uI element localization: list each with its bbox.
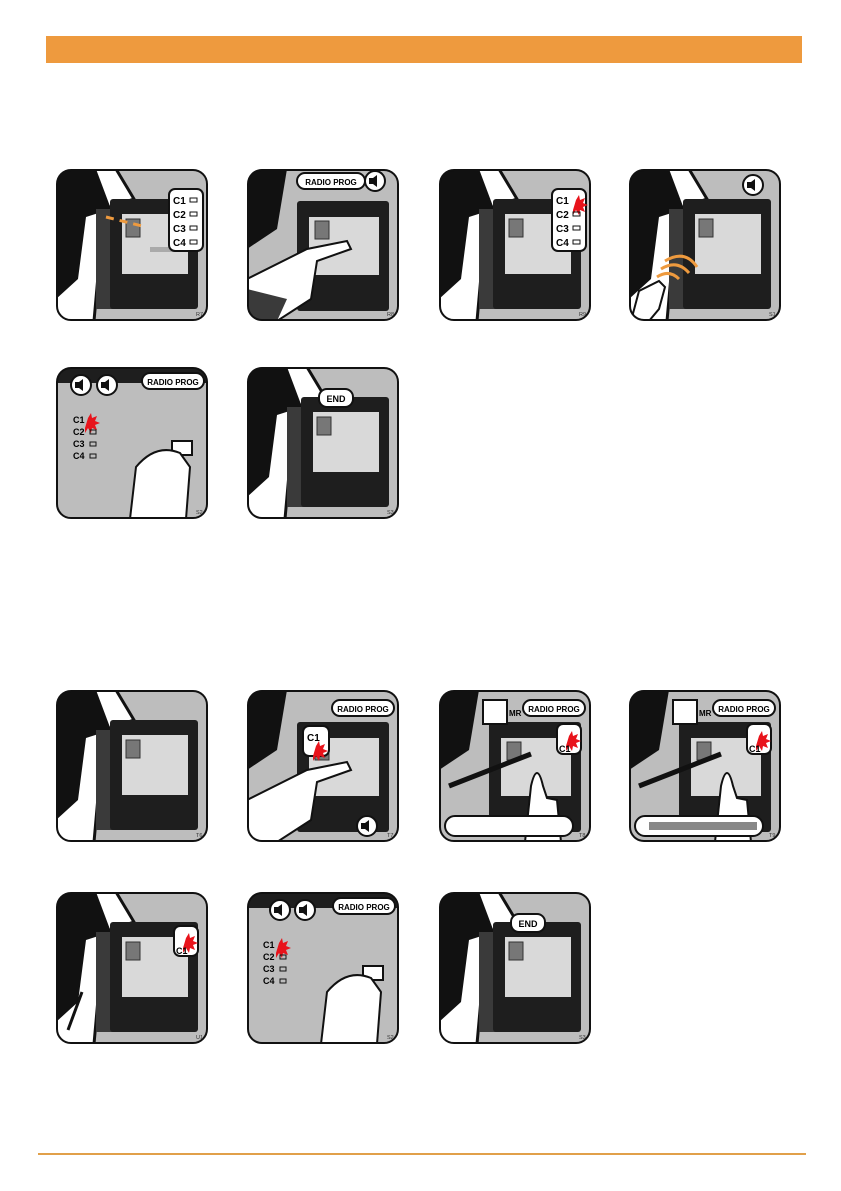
c1-label: C1 — [73, 415, 85, 425]
radio-prog-label: RADIO PROG — [338, 903, 390, 912]
radio-prog-label: RADIO PROG — [718, 705, 770, 714]
panel-s3b: END S3 — [439, 892, 591, 1044]
panel-code: R9 — [579, 312, 586, 318]
c4-label: C4 — [263, 976, 275, 986]
panel-code: S2 — [196, 510, 203, 516]
c3-label: C3 — [556, 224, 569, 235]
c1-label: C1 — [263, 940, 275, 950]
c4-label: C4 — [173, 238, 186, 249]
c1-label: C1 — [749, 744, 761, 754]
panel-t8: MR RADIO PROG C1 T8 — [439, 690, 591, 842]
c2-label: C2 — [73, 427, 85, 437]
panel-code: T6 — [196, 833, 202, 839]
panel-t9: MR RADIO PROG C1 T9 — [629, 690, 781, 842]
panel-code: T8 — [579, 833, 585, 839]
panel-r7: C1 C2 C3 C4 R7 — [56, 169, 208, 321]
panel-code: U1 — [196, 1035, 203, 1041]
panel-code: S1 — [769, 312, 776, 318]
panel-t6: T6 — [56, 690, 208, 842]
end-label: END — [518, 919, 538, 929]
c4-label: C4 — [73, 451, 85, 461]
panel-u1: C1 U1 — [56, 892, 208, 1044]
radio-prog-label: RADIO PROG — [337, 705, 389, 714]
panel-code: R7 — [196, 312, 203, 318]
c2-label: C2 — [263, 952, 275, 962]
panel-s3: END S3 — [247, 367, 399, 519]
radio-prog-label: RADIO PROG — [147, 378, 199, 387]
panel-s2: RADIO PROG C1 C2 C3 C4 S2 — [56, 367, 208, 519]
end-label: END — [326, 394, 346, 404]
panel-s1: S1 — [629, 169, 781, 321]
panel-r8: RADIO PROG R8 — [247, 169, 399, 321]
c2-label: C2 — [556, 210, 569, 221]
mr-label: MR — [509, 709, 522, 718]
c1-label: C1 — [176, 946, 188, 956]
c1-label: C1 — [556, 196, 569, 207]
c3-label: C3 — [173, 224, 186, 235]
panel-t7: RADIO PROG C1 T7 — [247, 690, 399, 842]
panel-code: R8 — [387, 312, 394, 318]
panel-s2b: RADIO PROG C1 C2 C3 C4 S2 — [247, 892, 399, 1044]
panel-code: S2 — [387, 1035, 394, 1041]
c1-label: C1 — [307, 733, 320, 744]
c3-label: C3 — [73, 439, 85, 449]
c4-label: C4 — [556, 238, 569, 249]
panel-code: T9 — [769, 833, 775, 839]
c3-label: C3 — [263, 964, 275, 974]
c2-label: C2 — [173, 210, 186, 221]
panel-code: T7 — [387, 833, 393, 839]
panel-code: S3 — [387, 510, 394, 516]
panel-r9: C1 C2 C3 C4 R9 — [439, 169, 591, 321]
c1-label: C1 — [173, 196, 186, 207]
mr-label: MR — [699, 709, 712, 718]
header-bar — [46, 36, 802, 63]
radio-prog-label: RADIO PROG — [305, 178, 357, 187]
c1-label: C1 — [559, 744, 571, 754]
radio-prog-label: RADIO PROG — [528, 705, 580, 714]
panel-code: S3 — [579, 1035, 586, 1041]
footer-rule — [38, 1153, 806, 1155]
